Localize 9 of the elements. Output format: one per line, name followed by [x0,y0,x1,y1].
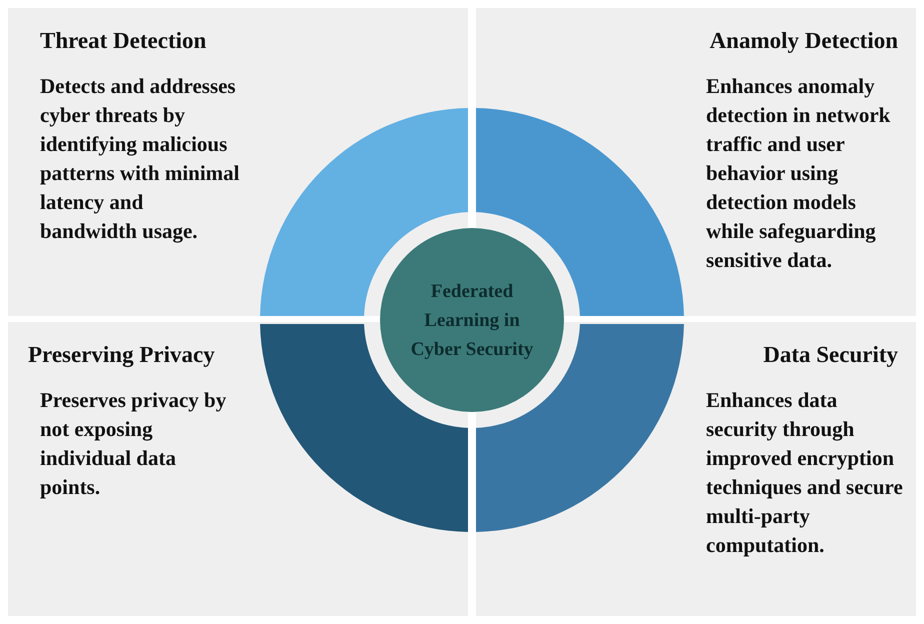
quadrant-description: Enhances anomaly detection in network traffic and user behavior using detection models while safeguarding sensitive data. [706,73,892,274]
quadrant-heading: Threat Detection [40,28,206,54]
center-title: Federated Learning in Cyber Security [410,280,534,362]
quadrant-heading: Data Security [763,342,898,368]
quadrant-description: Enhances data security through improved encryption techniques and secure multi-party computation. [706,387,904,559]
quadrant-heading: Preserving Privacy [28,342,215,368]
quadrant-description: Preserves privacy by not exposing individual data points. [40,387,228,501]
quadrant-description: Detects and addresses cyber threats by identifying malicious patterns with minimal latency and bandwidth usage. [40,73,240,245]
quadrant-heading: Anamoly Detection [710,28,898,54]
